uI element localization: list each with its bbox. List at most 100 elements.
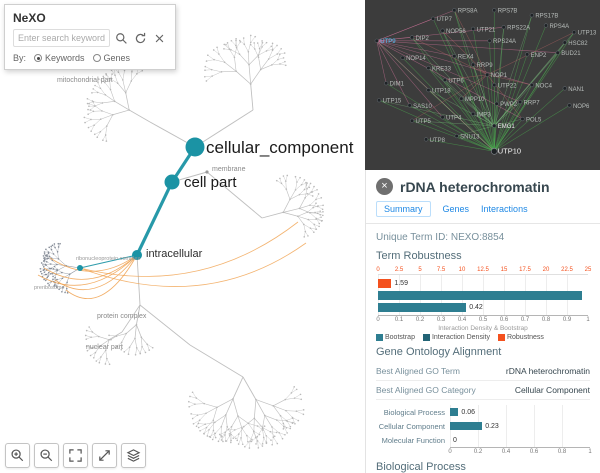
search-input[interactable]: [13, 29, 110, 47]
gene-node[interactable]: [452, 8, 457, 13]
gene-node[interactable]: [487, 38, 492, 43]
gene-node[interactable]: [470, 111, 476, 116]
gene-node[interactable]: [490, 148, 498, 155]
tree-node-label-nuclear-part[interactable]: nuclear part: [86, 344, 123, 351]
gene-node[interactable]: [426, 87, 431, 93]
node-selected-term[interactable]: [77, 265, 83, 271]
gene-node[interactable]: [409, 35, 415, 40]
gene-label[interactable]: NOP1: [491, 73, 508, 79]
gene-label[interactable]: UTP8: [430, 138, 446, 144]
gene-node[interactable]: [543, 23, 549, 28]
gene-label[interactable]: RRP7: [524, 100, 541, 106]
gene-node[interactable]: [529, 82, 534, 88]
gene-label[interactable]: RPS8A: [458, 9, 478, 15]
gene-label[interactable]: DIM1: [390, 82, 405, 88]
zoom-in-button[interactable]: [5, 443, 30, 468]
gene-label[interactable]: REX4: [458, 55, 474, 61]
gene-label[interactable]: EMG1: [498, 124, 516, 130]
gene-node[interactable]: [529, 13, 534, 18]
gene-label[interactable]: KRE33: [432, 66, 452, 72]
gene-label[interactable]: NOP56: [446, 29, 466, 35]
tree-node-label-cellular-component[interactable]: cellular_component: [206, 138, 354, 157]
gene-node[interactable]: [442, 77, 447, 82]
gene-label[interactable]: BUD21: [561, 51, 581, 57]
gene-label[interactable]: UTP13: [578, 31, 597, 37]
gene-node[interactable]: [518, 99, 523, 105]
gene-node[interactable]: [567, 103, 572, 108]
gene-node[interactable]: [440, 115, 445, 120]
gene-node[interactable]: [470, 26, 476, 32]
gene-node[interactable]: [485, 72, 490, 77]
gene-label[interactable]: SAS10: [413, 104, 432, 110]
node-intracellular[interactable]: [132, 250, 142, 260]
gene-node[interactable]: [407, 103, 412, 108]
gene-node[interactable]: [452, 53, 457, 59]
gene-label[interactable]: IMP3: [477, 112, 492, 118]
gene-node[interactable]: [562, 86, 567, 91]
gene-node[interactable]: [440, 28, 445, 33]
gene-label[interactable]: MPP10: [465, 97, 485, 103]
gene-label[interactable]: DIP2: [416, 36, 430, 42]
ontology-canvas[interactable]: [0, 0, 365, 473]
gene-label[interactable]: NAN1: [568, 87, 585, 93]
gene-node[interactable]: [426, 65, 431, 71]
gene-label[interactable]: UTP15: [383, 99, 402, 105]
gene-node[interactable]: [492, 123, 497, 128]
gene-label[interactable]: RPS7B: [498, 9, 518, 15]
tab-genes[interactable]: Genes: [442, 204, 470, 214]
gene-label[interactable]: NOP6: [573, 104, 590, 110]
gene-label[interactable]: UTP5: [416, 119, 432, 125]
gene-node[interactable]: [525, 52, 530, 57]
gene-node[interactable]: [423, 137, 429, 142]
tab-summary[interactable]: Summary: [376, 201, 431, 217]
gene-node[interactable]: [431, 16, 436, 21]
gene-label[interactable]: RRP9: [477, 63, 494, 69]
radio-keywords[interactable]: Keywords: [34, 53, 85, 63]
gene-label[interactable]: UTP18: [432, 89, 451, 95]
tree-node-label-membrane[interactable]: membrane: [212, 166, 246, 173]
gene-node[interactable]: [454, 133, 459, 139]
tree-node-label-cell-part[interactable]: cell part: [184, 174, 237, 191]
gene-label[interactable]: PWP2: [500, 102, 518, 108]
gene-node[interactable]: [409, 118, 415, 123]
gene-label[interactable]: ENP2: [531, 53, 547, 59]
gene-node[interactable]: [470, 62, 476, 67]
fit-to-screen-button[interactable]: [63, 443, 88, 468]
tree-node-label-intracellular[interactable]: intracellular: [146, 248, 203, 260]
gene-label[interactable]: HSC82: [568, 41, 588, 47]
node-cell-part[interactable]: [164, 174, 180, 190]
gene-label[interactable]: NOC4: [535, 83, 552, 89]
gene-label[interactable]: POL5: [526, 117, 542, 123]
gene-label[interactable]: UTP9: [380, 39, 396, 45]
gene-node[interactable]: [384, 81, 389, 86]
expand-collapse-button[interactable]: [92, 443, 117, 468]
gene-node[interactable]: [377, 98, 382, 103]
gene-node[interactable]: [374, 38, 379, 43]
tab-interactions[interactable]: Interactions: [481, 204, 528, 214]
gene-label[interactable]: UTP6: [448, 78, 464, 84]
gene-node[interactable]: [494, 101, 499, 106]
tree-node-label-ribonucleoprotein-complex[interactable]: ribonucleoprotein complex: [76, 256, 141, 262]
gene-node[interactable]: [572, 30, 577, 35]
tree-node-label-protein-complex[interactable]: protein complex: [97, 313, 147, 320]
gene-label[interactable]: UTP4: [446, 116, 462, 122]
gene-label[interactable]: RPS4A: [549, 24, 569, 30]
close-icon[interactable]: ×: [376, 178, 393, 195]
gene-label[interactable]: RPS17B: [535, 14, 558, 20]
gene-node[interactable]: [562, 40, 567, 45]
gene-label[interactable]: SNU13: [460, 134, 480, 140]
gene-node[interactable]: [492, 82, 497, 88]
radio-genes[interactable]: Genes: [92, 53, 130, 63]
gene-node[interactable]: [520, 116, 525, 122]
clear-icon[interactable]: [151, 30, 167, 46]
gene-label[interactable]: NOP14: [406, 56, 426, 62]
gene-label[interactable]: UTP22: [498, 83, 517, 89]
layers-button[interactable]: [121, 443, 146, 468]
reset-icon[interactable]: [132, 30, 148, 46]
gene-label[interactable]: UTP10: [498, 147, 521, 156]
gene-node[interactable]: [555, 50, 560, 55]
tree-node-label-mitochondrial-part[interactable]: mitochondrial part: [57, 77, 113, 84]
zoom-out-button[interactable]: [34, 443, 59, 468]
gene-label[interactable]: UTP7: [437, 17, 453, 23]
